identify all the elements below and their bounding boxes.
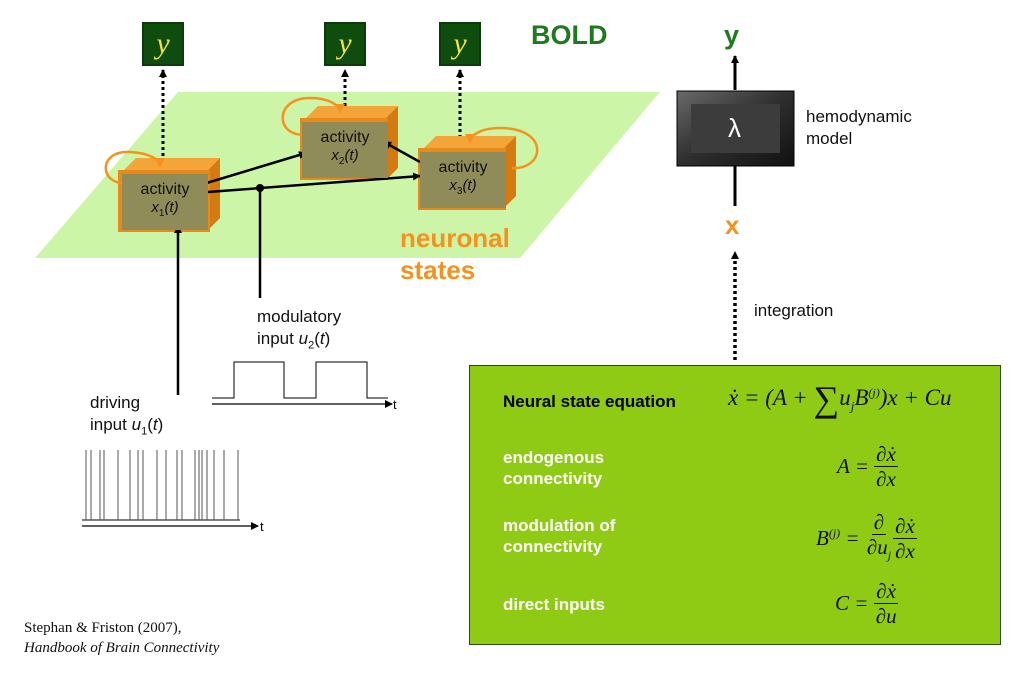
self-loop-3: [465, 126, 539, 170]
modulation-equation: B(j) = ∂∂uj∂ẋ∂x: [816, 510, 917, 564]
direct-inputs-label: direct inputs: [503, 595, 606, 614]
driving-spike-train: [82, 450, 259, 530]
node-1-label: activity: [140, 181, 190, 198]
node-2-label: activity: [320, 129, 370, 146]
hemo-output-y: y: [724, 20, 740, 50]
citation: Stephan & Friston (2007), Handbook of Br…: [24, 618, 219, 658]
node-1: activity x1(t): [122, 174, 208, 230]
modulatory-time-label: t: [393, 397, 397, 412]
integration-label: integration: [754, 301, 834, 320]
neural-state-equation: ẋ = (A + ∑ujB(j))x + Cu: [728, 379, 952, 419]
bold-output-y1: y: [142, 22, 184, 66]
node-2: activity x2(t): [302, 122, 388, 178]
direct-inputs-equation: C = ∂ẋ∂u: [835, 579, 898, 628]
bold-label: BOLD: [531, 20, 608, 50]
bold-output-y2: y: [324, 22, 366, 66]
neural-state-equation-title: Neural state equation: [503, 392, 676, 411]
endogenous-connectivity-label: endogenous connectivity: [503, 448, 605, 488]
edge-3-to-2: [383, 140, 421, 164]
node-3-variable: x3(t): [449, 177, 477, 197]
equation-panel: Neural state equation ẋ = (A + ∑ujB(j))…: [469, 365, 1001, 645]
hemodynamic-box-inner: [691, 104, 780, 153]
edge-1-to-2: [189, 151, 307, 190]
hemo-input-x: x: [725, 210, 740, 240]
citation-authors: Stephan & Friston (2007),: [24, 620, 182, 636]
modulation-connectivity-label: modulation of connectivity: [503, 516, 616, 556]
modulatory-input-label: modulatory input u2(t): [257, 307, 342, 352]
neuronal-states-label: neuronal states: [400, 223, 510, 285]
node-3: activity x3(t): [420, 152, 506, 208]
y3-symbol: y: [453, 27, 467, 60]
lambda-symbol: λ: [728, 113, 741, 143]
edge-1-to-3: [207, 172, 421, 194]
bold-output-y3: y: [439, 22, 481, 66]
y2-symbol: y: [338, 27, 352, 60]
self-loop-2: [281, 96, 345, 136]
node-1-variable: x1(t): [151, 199, 179, 219]
node-2-variable: x2(t): [331, 147, 359, 167]
hemodynamic-model-label: hemodynamic model: [806, 107, 912, 148]
driving-time-label: t: [260, 519, 264, 534]
endogenous-equation: A = ∂ẋ∂x: [837, 442, 898, 491]
y1-symbol: y: [156, 27, 170, 60]
modulation-junction: [256, 184, 264, 192]
driving-input-label: driving input u1(t): [90, 393, 164, 438]
citation-book: Handbook of Brain Connectivity: [24, 640, 220, 656]
node-3-label: activity: [438, 159, 488, 176]
modulatory-waveform: [212, 361, 393, 408]
self-loop-1: [104, 150, 165, 185]
